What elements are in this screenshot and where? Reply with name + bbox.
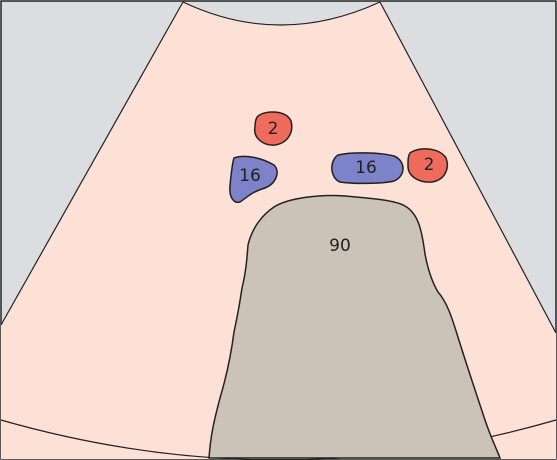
blue-left-label: 16 <box>239 166 261 186</box>
red-region-right <box>407 148 449 183</box>
gray-region <box>208 194 502 459</box>
red-top-label: 2 <box>268 119 279 139</box>
blue-region-left <box>229 155 278 204</box>
sector-right-edge <box>379 1 557 334</box>
sector-left-edge <box>0 1 184 326</box>
red-right-label: 2 <box>424 155 435 175</box>
red-region-top <box>254 111 293 146</box>
sector-top-arc <box>182 1 381 26</box>
blue-right-label: 16 <box>355 158 377 178</box>
blue-region-right <box>331 152 404 185</box>
gray-center-label: 90 <box>329 236 351 256</box>
